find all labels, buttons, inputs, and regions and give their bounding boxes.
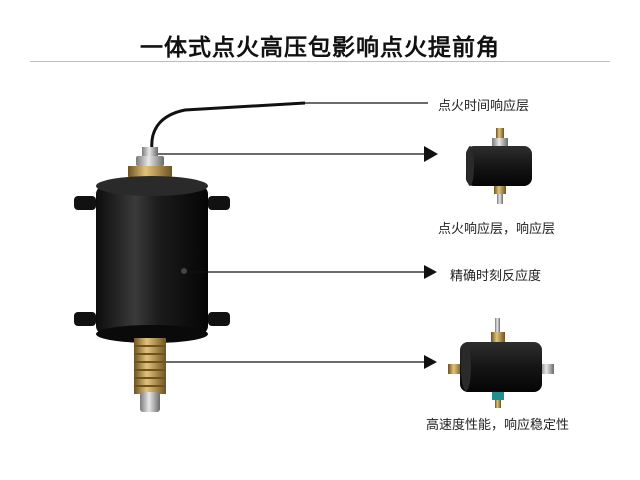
arrow-upper-icon <box>424 146 438 162</box>
label-lower-component: 高速度性能，响应稳定性 <box>426 418 570 433</box>
label-middle: 精确时刻反应度 <box>450 269 542 284</box>
arrow-lower-icon <box>424 355 437 369</box>
threaded-shaft <box>134 338 166 412</box>
mounting-knobs <box>74 196 230 326</box>
upper-component-image <box>466 128 532 204</box>
top-terminal <box>142 147 158 157</box>
main-ignition-coil <box>74 101 306 412</box>
label-upper-component: 点火响应层，响应层 <box>438 222 556 237</box>
title-divider <box>30 61 610 62</box>
arrow-middle-icon <box>424 265 437 279</box>
diagram-title: 一体式点火高压包影响点火提前角 <box>140 35 500 61</box>
label-top: 点火时间响应层 <box>438 99 530 114</box>
leader-lines <box>158 102 438 369</box>
lower-component-image <box>448 318 554 408</box>
coil-body <box>96 186 208 334</box>
wire <box>150 101 306 151</box>
